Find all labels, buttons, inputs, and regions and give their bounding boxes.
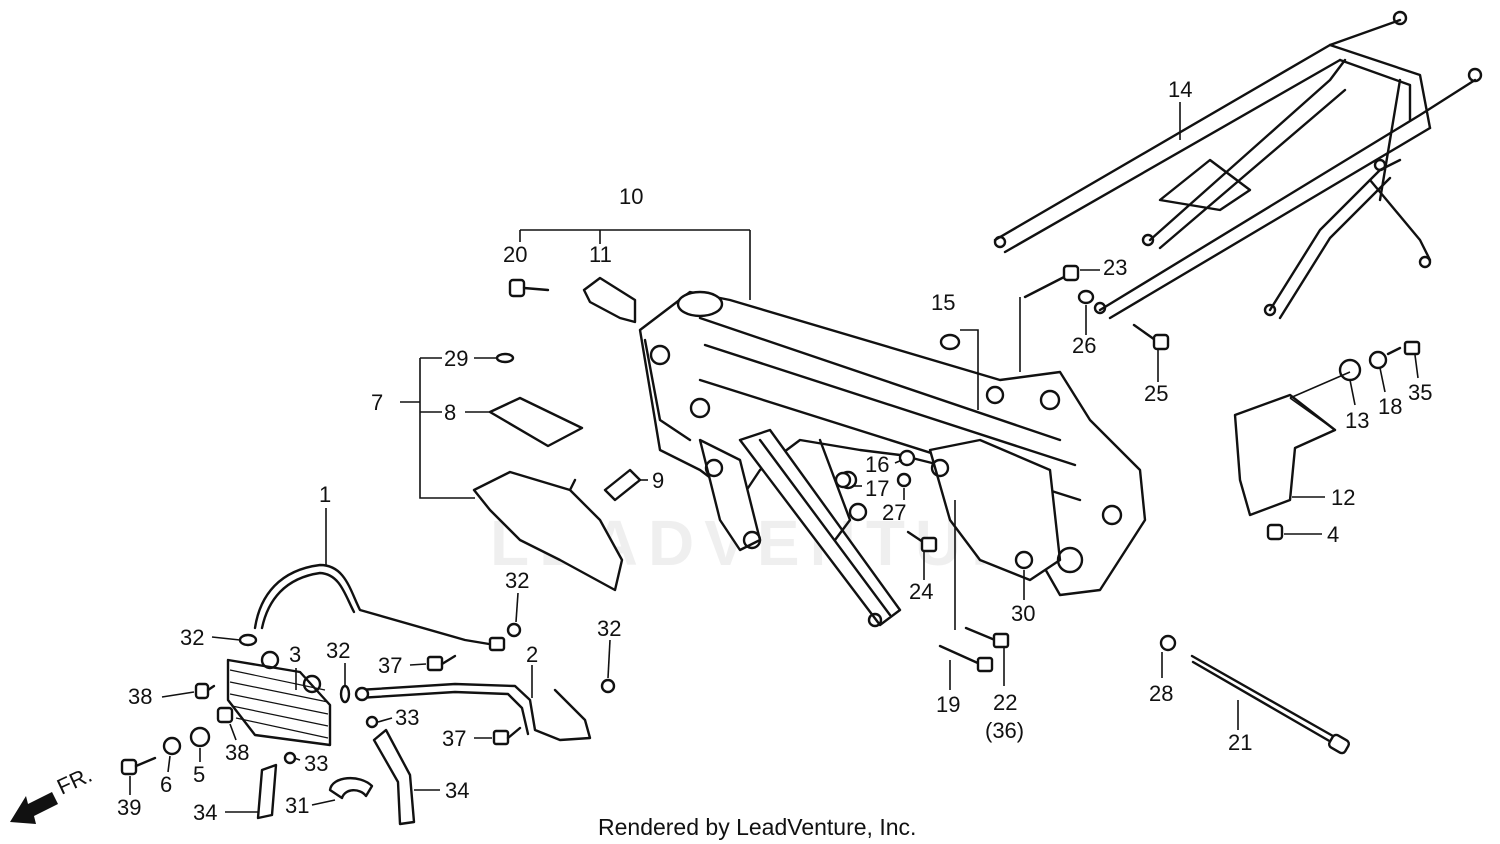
bolt-38b — [216, 706, 234, 724]
callout-34a: 34 — [193, 800, 217, 825]
footer-credit: Rendered by LeadVenture, Inc. — [598, 814, 916, 840]
callout-9: 9 — [652, 468, 664, 493]
callout-38a: 38 — [128, 684, 152, 709]
rod-21 — [1190, 654, 1351, 755]
clip-9 — [603, 468, 642, 502]
callout-39: 39 — [117, 795, 141, 820]
callout-10: 10 — [619, 184, 643, 209]
hose-34a — [256, 763, 278, 820]
oil-hose-2 — [354, 682, 592, 742]
pad-8 — [488, 396, 584, 448]
washer-32b — [506, 622, 522, 638]
callout-21: 21 — [1228, 730, 1252, 755]
callout-28: 28 — [1149, 681, 1173, 706]
callout-26: 26 — [1072, 333, 1096, 358]
collar-15 — [939, 333, 961, 351]
bolt-38a — [194, 682, 216, 700]
callout-8: 8 — [444, 400, 456, 425]
clamp-31 — [328, 777, 374, 800]
callout-7: 7 — [371, 390, 383, 415]
nut-30 — [1014, 550, 1034, 570]
nut-27 — [896, 472, 912, 488]
nut-26 — [1077, 289, 1095, 305]
washer-32d — [600, 678, 616, 694]
collar-18 — [1368, 350, 1388, 370]
bolt-19 — [938, 644, 994, 673]
main-frame-body — [638, 290, 1147, 628]
callout-37b: 37 — [442, 726, 466, 751]
callout-25: 25 — [1144, 381, 1168, 406]
clip-4 — [1266, 523, 1284, 541]
callout-35: 35 — [1408, 380, 1432, 405]
grommet-13 — [1338, 358, 1362, 382]
front-direction-arrow: FR. — [10, 762, 96, 824]
hose-34b — [372, 728, 416, 826]
bolt-23 — [1023, 264, 1080, 299]
clamp-33b — [283, 751, 297, 765]
bracket-11 — [582, 276, 637, 324]
nut-28 — [1159, 634, 1177, 652]
callout-33a: 33 — [395, 705, 419, 730]
callout-1: 1 — [319, 482, 331, 507]
callout-32c: 32 — [326, 638, 350, 663]
callout-27: 27 — [882, 500, 906, 525]
callout-32d: 32 — [597, 616, 621, 641]
bolt-5 — [189, 726, 211, 748]
bolt-39 — [120, 756, 157, 776]
rear-subframe — [993, 10, 1483, 320]
bolt-20 — [508, 278, 550, 298]
callout-22: 22 — [993, 690, 1017, 715]
callout-29: 29 — [444, 346, 468, 371]
nut-16 — [898, 449, 916, 467]
oil-hose-1 — [253, 563, 506, 652]
bolt-35 — [1386, 340, 1421, 356]
callout-37a: 37 — [378, 653, 402, 678]
bolt-24 — [906, 530, 938, 553]
callout-15: 15 — [931, 290, 955, 315]
washer-6 — [162, 736, 182, 756]
callout-13: 13 — [1345, 408, 1369, 433]
callout-34b: 34 — [445, 778, 469, 803]
callout-16: 16 — [865, 452, 889, 477]
oil-cooler-3 — [226, 650, 332, 747]
nut-17 — [834, 471, 852, 489]
callout-19: 19 — [936, 692, 960, 717]
callout-30: 30 — [1011, 601, 1035, 626]
callout-6: 6 — [160, 772, 172, 797]
callout-32a: 32 — [180, 625, 204, 650]
callout-14: 14 — [1168, 77, 1192, 102]
washer-32a — [238, 633, 258, 647]
callout-33b: 33 — [304, 751, 328, 776]
callout-24: 24 — [909, 579, 933, 604]
cover-12 — [1233, 393, 1337, 517]
bolt-37b — [492, 726, 522, 746]
washer-32c — [339, 684, 351, 704]
bolt-22 — [964, 626, 1010, 649]
clamp-33a — [365, 715, 379, 729]
leader-lines — [129, 102, 1419, 813]
callout-22-alt: (36) — [985, 718, 1024, 743]
callout-5: 5 — [193, 762, 205, 787]
callout-4: 4 — [1327, 522, 1339, 547]
bolt-37a — [426, 654, 457, 672]
callout-18: 18 — [1378, 394, 1402, 419]
battery-tray-7 — [472, 470, 624, 592]
callout-labels: 1 2 3 4 5 6 7 8 9 10 11 12 13 14 15 16 1… — [117, 77, 1432, 825]
callout-2: 2 — [526, 642, 538, 667]
callout-20: 20 — [503, 242, 527, 267]
callout-31: 31 — [285, 793, 309, 818]
callout-32b: 32 — [505, 568, 529, 593]
callout-38b: 38 — [225, 740, 249, 765]
nut-29 — [495, 352, 515, 364]
callout-17: 17 — [865, 476, 889, 501]
callout-11: 11 — [589, 242, 612, 267]
callout-3: 3 — [289, 642, 301, 667]
callout-23: 23 — [1103, 255, 1127, 280]
callout-12: 12 — [1331, 485, 1355, 510]
svg-text:FR.: FR. — [53, 762, 96, 800]
bolt-25 — [1132, 323, 1170, 351]
